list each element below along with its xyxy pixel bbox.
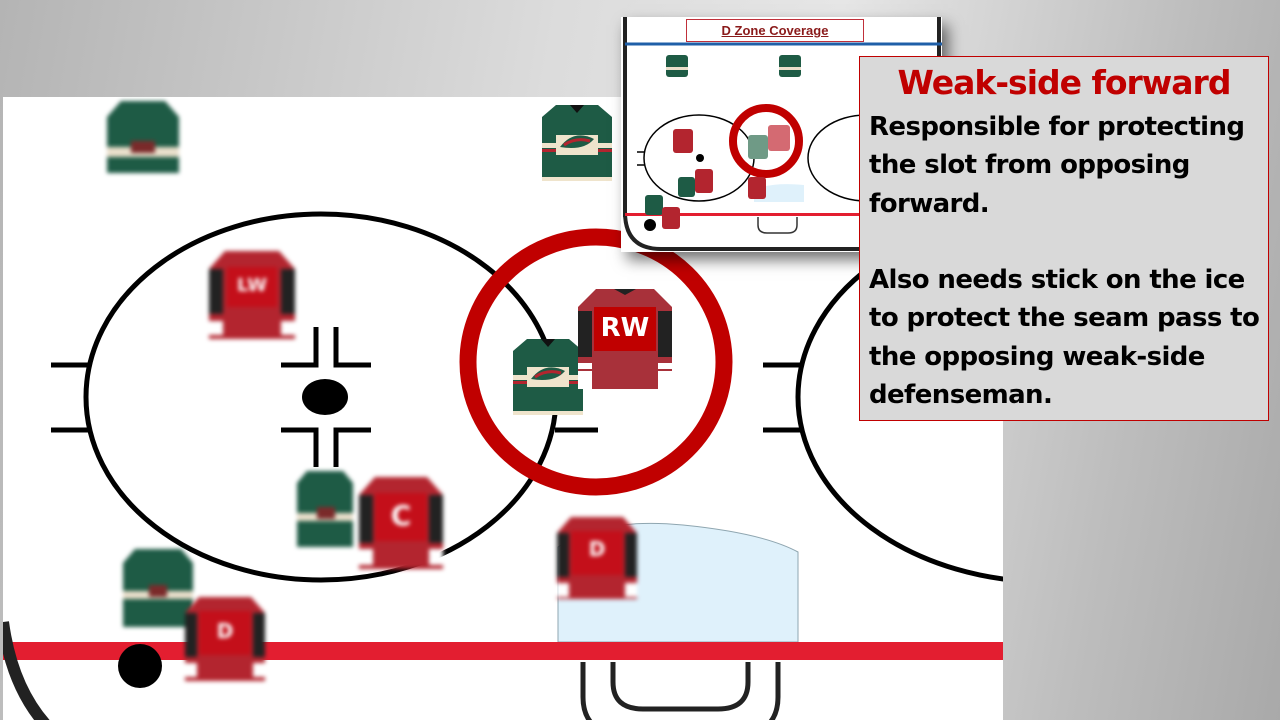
green-jersey-icon: [123, 549, 193, 627]
jersey-label: C: [390, 499, 412, 532]
puck: [118, 644, 162, 688]
highlight-ring: [459, 228, 733, 496]
jersey-label: LW: [237, 275, 267, 296]
green-jersey-icon: [542, 105, 612, 181]
rink-markings: [3, 211, 1003, 720]
inset-title: D Zone Coverage: [686, 19, 864, 42]
red-jersey-d: D: [183, 593, 267, 683]
red-jersey-d: D: [555, 513, 639, 601]
faceoff-dot: [302, 379, 348, 415]
red-jersey-c: C: [357, 473, 445, 571]
red-jersey-lw: LW: [207, 247, 297, 342]
red-jersey-rw: RW: [576, 285, 674, 393]
green-jersey-icon: [107, 101, 179, 173]
boards-corner: [3, 621, 50, 720]
jersey-label: D: [588, 537, 606, 561]
green-jersey-icon: [513, 339, 583, 415]
slide-title: Weak-side forward: [897, 63, 1232, 102]
jersey-label: D: [216, 619, 234, 643]
green-jersey-icon: [297, 471, 353, 547]
inset-highlight-ring: [729, 104, 803, 178]
description-paragraph-1: Responsible for protecting the slot from…: [869, 112, 1245, 219]
goal-net: [580, 662, 781, 720]
description-paragraph-2: Also needs stick on the ice to protect t…: [869, 265, 1260, 410]
info-callout-box: Weak-side forward Responsible for protec…: [859, 56, 1269, 421]
right-faceoff-circle: [795, 212, 1003, 582]
jersey-label: RW: [600, 313, 650, 343]
inset-rink-markings: [623, 17, 942, 251]
